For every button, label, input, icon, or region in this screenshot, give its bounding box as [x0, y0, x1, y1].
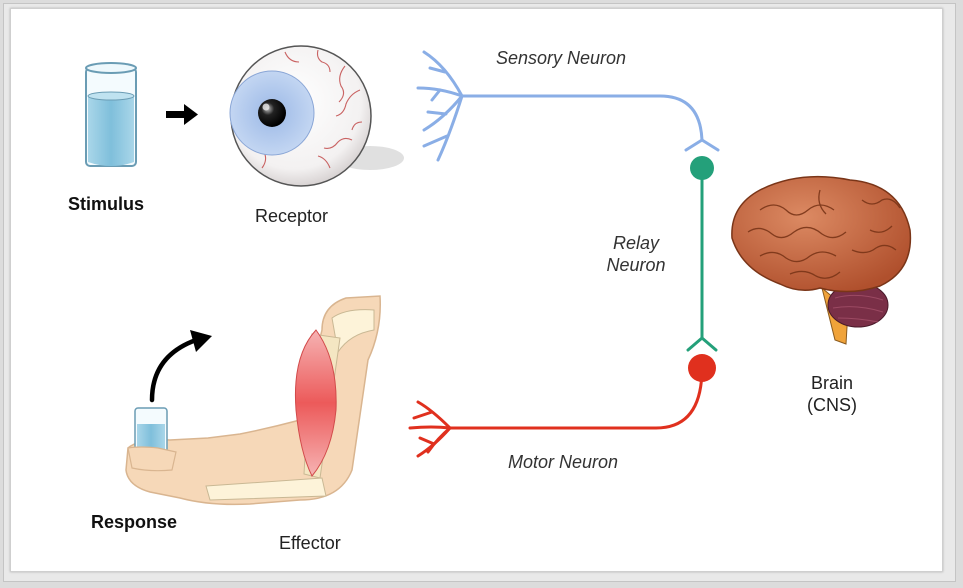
eyeball-icon — [230, 46, 404, 186]
sensory-neuron-label: Sensory Neuron — [496, 47, 626, 69]
effector-label: Effector — [279, 532, 341, 554]
stimulus-label: Stimulus — [68, 193, 144, 215]
motor-neuron-label: Motor Neuron — [508, 451, 618, 473]
relay-neuron — [688, 156, 716, 350]
arm-icon — [126, 296, 380, 504]
brain-icon — [732, 177, 911, 344]
motor-neuron — [410, 368, 702, 456]
motor-neuron-cell-body — [688, 354, 716, 382]
relay-neuron-label-line2: Neuron — [596, 254, 676, 276]
brain-label-line1: Brain — [792, 372, 872, 394]
brain-label-line2: (CNS) — [792, 394, 872, 416]
relay-neuron-label-line1: Relay — [596, 232, 676, 254]
receptor-label: Receptor — [255, 205, 328, 227]
relay-neuron-label: Relay Neuron — [596, 232, 676, 276]
glass-of-water-icon — [86, 63, 136, 166]
arrow-right-icon — [166, 104, 198, 125]
curved-arrow-icon — [152, 330, 212, 400]
brain-label: Brain (CNS) — [792, 372, 872, 416]
response-label: Response — [91, 511, 177, 533]
